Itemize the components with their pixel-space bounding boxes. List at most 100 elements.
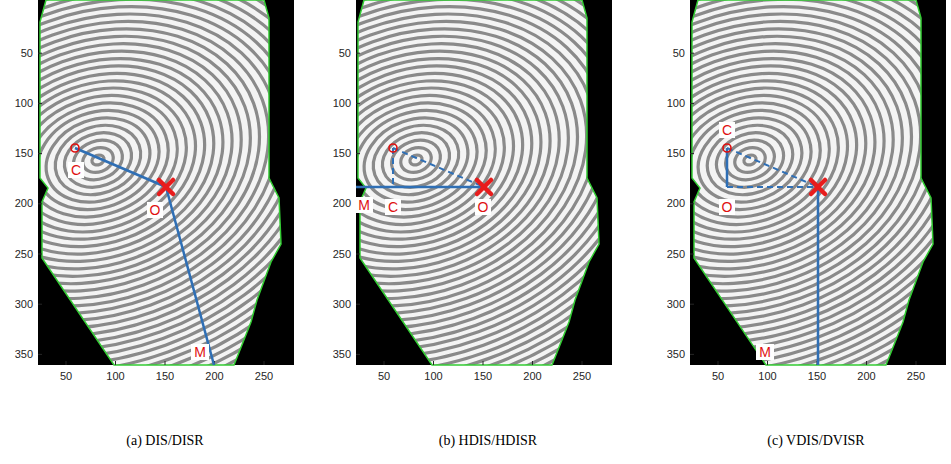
tick-mark [38, 153, 42, 154]
point-label: C [385, 199, 401, 215]
ridge [0, 0, 612, 464]
tick-label: 150 [808, 370, 826, 383]
ridge [203, 0, 951, 464]
tick-mark [690, 153, 694, 154]
tick-label: 100 [424, 370, 442, 383]
tick-mark [767, 361, 768, 365]
tick-mark [356, 354, 360, 355]
tick-label: 50 [339, 47, 351, 60]
tick-label: 250 [333, 248, 351, 261]
ridge [540, 0, 951, 345]
core-marker [723, 144, 731, 152]
center-marker [811, 180, 825, 194]
subfigure-caption: (a) DIS/DISR [126, 432, 203, 449]
tick-mark [66, 361, 67, 365]
ridge [0, 0, 600, 464]
ridge [0, 0, 342, 375]
tick-label: 200 [667, 197, 685, 210]
ridge [304, 0, 951, 464]
ridge [79, 143, 116, 176]
region-outline [692, 0, 933, 365]
ridge [262, 25, 569, 296]
ridge [240, 5, 592, 315]
ridge [214, 0, 951, 464]
ridge [248, 0, 951, 464]
point-label: C [719, 122, 735, 138]
ridge [0, 0, 623, 464]
tick-label: 350 [333, 348, 351, 361]
fingerprint-image [0, 0, 657, 464]
tick-label: 150 [15, 147, 33, 160]
ridge [0, 0, 398, 424]
tick-mark [690, 103, 694, 104]
tick-label: 200 [523, 370, 541, 383]
ridge [0, 5, 274, 315]
ridge [574, 5, 926, 315]
ridge [439, 0, 951, 434]
region-outline [358, 0, 599, 365]
tick-mark [356, 103, 360, 104]
ridge [0, 35, 240, 286]
point-label: M [191, 344, 209, 360]
tick-label: 100 [333, 97, 351, 110]
tick-mark [384, 361, 385, 365]
ridge [139, 0, 694, 404]
ridge [563, 0, 938, 325]
ridge [1, 74, 196, 246]
tick-mark [718, 361, 719, 365]
tick-mark [582, 361, 583, 365]
tick-label: 150 [156, 370, 174, 383]
distance-line [356, 186, 484, 189]
tick-label: 200 [15, 197, 33, 210]
ridge [57, 124, 139, 197]
ridge [0, 0, 657, 464]
ridge [338, 0, 951, 464]
ridge [94, 0, 739, 444]
ridge [82, 0, 749, 454]
ridge [37, 0, 794, 464]
tick-label: 200 [333, 197, 351, 210]
tick-mark [690, 304, 694, 305]
ridge [71, 0, 761, 464]
ridge [360, 0, 951, 464]
distance-line [817, 187, 820, 365]
core-marker [71, 144, 79, 152]
projection-line [727, 186, 818, 188]
tick-mark [433, 361, 434, 365]
ridge [428, 0, 951, 444]
ridge [105, 0, 727, 434]
ridge [127, 0, 704, 414]
core-marker [389, 144, 397, 152]
tick-mark [483, 361, 484, 365]
tick-mark [165, 361, 166, 365]
ridge [495, 0, 951, 384]
tick-mark [356, 53, 360, 54]
tick-label: 200 [205, 370, 223, 383]
point-label: O [475, 199, 492, 215]
ridge [172, 0, 659, 375]
tick-mark [38, 354, 42, 355]
tick-label: 100 [106, 370, 124, 383]
fingerprint-panel [0, 0, 657, 464]
ridge [394, 0, 951, 464]
ridge [0, 0, 634, 464]
ridge [259, 0, 951, 464]
ridge [26, 0, 806, 464]
ridge [184, 0, 649, 365]
ridge [0, 0, 409, 434]
ridge [326, 0, 951, 464]
ridge [315, 0, 951, 464]
tick-mark [532, 361, 533, 365]
tick-mark [38, 103, 42, 104]
tick-mark [690, 254, 694, 255]
tick-label: 150 [474, 370, 492, 383]
ridge [473, 0, 951, 404]
ridge [405, 0, 951, 464]
